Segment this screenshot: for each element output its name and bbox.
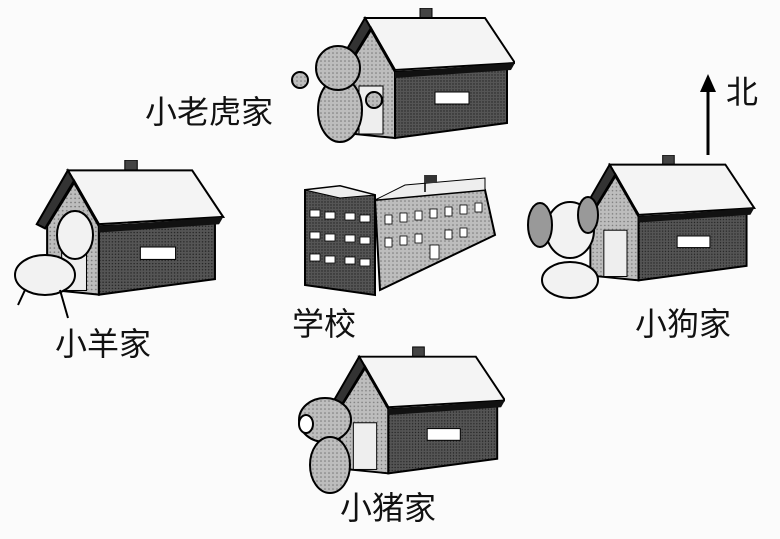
sheep-home-label: 小羊家 xyxy=(55,325,152,363)
north-arrow-icon xyxy=(700,74,716,155)
pig-house xyxy=(330,345,505,475)
tiger-home-label: 小老虎家 xyxy=(145,93,274,131)
dog-home-label: 小狗家 xyxy=(635,305,732,343)
sheep-figure xyxy=(14,210,94,319)
dog-house xyxy=(579,155,756,282)
north-label: 北 xyxy=(726,73,759,111)
school-building xyxy=(304,175,497,297)
pig-home-label: 小猪家 xyxy=(340,489,437,527)
school-label: 学校 xyxy=(292,305,357,343)
dog-figure xyxy=(527,196,599,299)
tiger-figure xyxy=(291,45,383,143)
pig-figure xyxy=(298,397,352,494)
